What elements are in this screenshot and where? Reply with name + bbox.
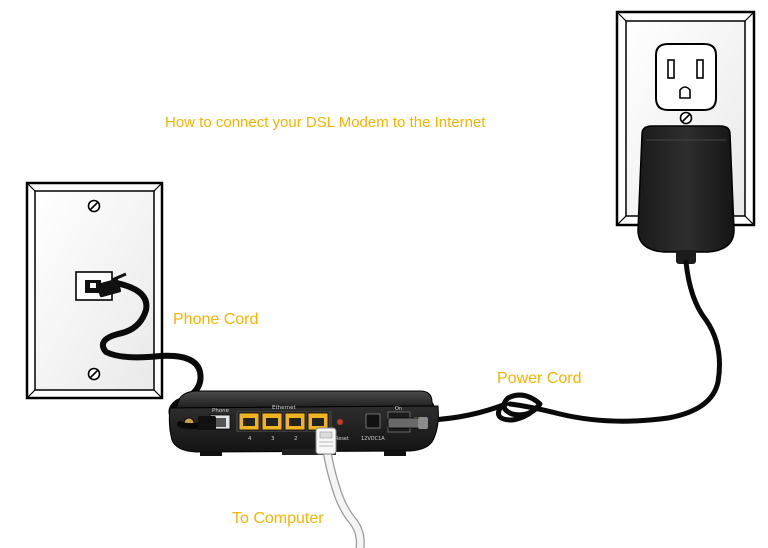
- port-4-label: 4: [248, 436, 252, 442]
- switch-on-label: On: [395, 406, 402, 412]
- power-adapter-icon: [637, 125, 735, 264]
- reset-label: Reset: [335, 436, 349, 442]
- power-cord: [415, 259, 722, 424]
- dsl-modem-icon: [168, 390, 439, 456]
- to-computer-label: To Computer: [232, 510, 324, 527]
- ethernet-cable: [315, 427, 365, 548]
- port-3-label: 3: [271, 436, 275, 442]
- diagram-title: How to connect your DSL Modem to the Int…: [165, 114, 486, 131]
- power-input-label: 12VDC1A: [361, 436, 385, 442]
- power-cord-label: Power Cord: [497, 370, 582, 387]
- phone-cord-plug: [177, 416, 216, 430]
- phone-cord-label: Phone Cord: [173, 311, 259, 328]
- port-2-label: 2: [294, 436, 298, 442]
- ethernet-label: Ethernet: [272, 405, 297, 411]
- phone-port-label: Phone: [212, 408, 230, 414]
